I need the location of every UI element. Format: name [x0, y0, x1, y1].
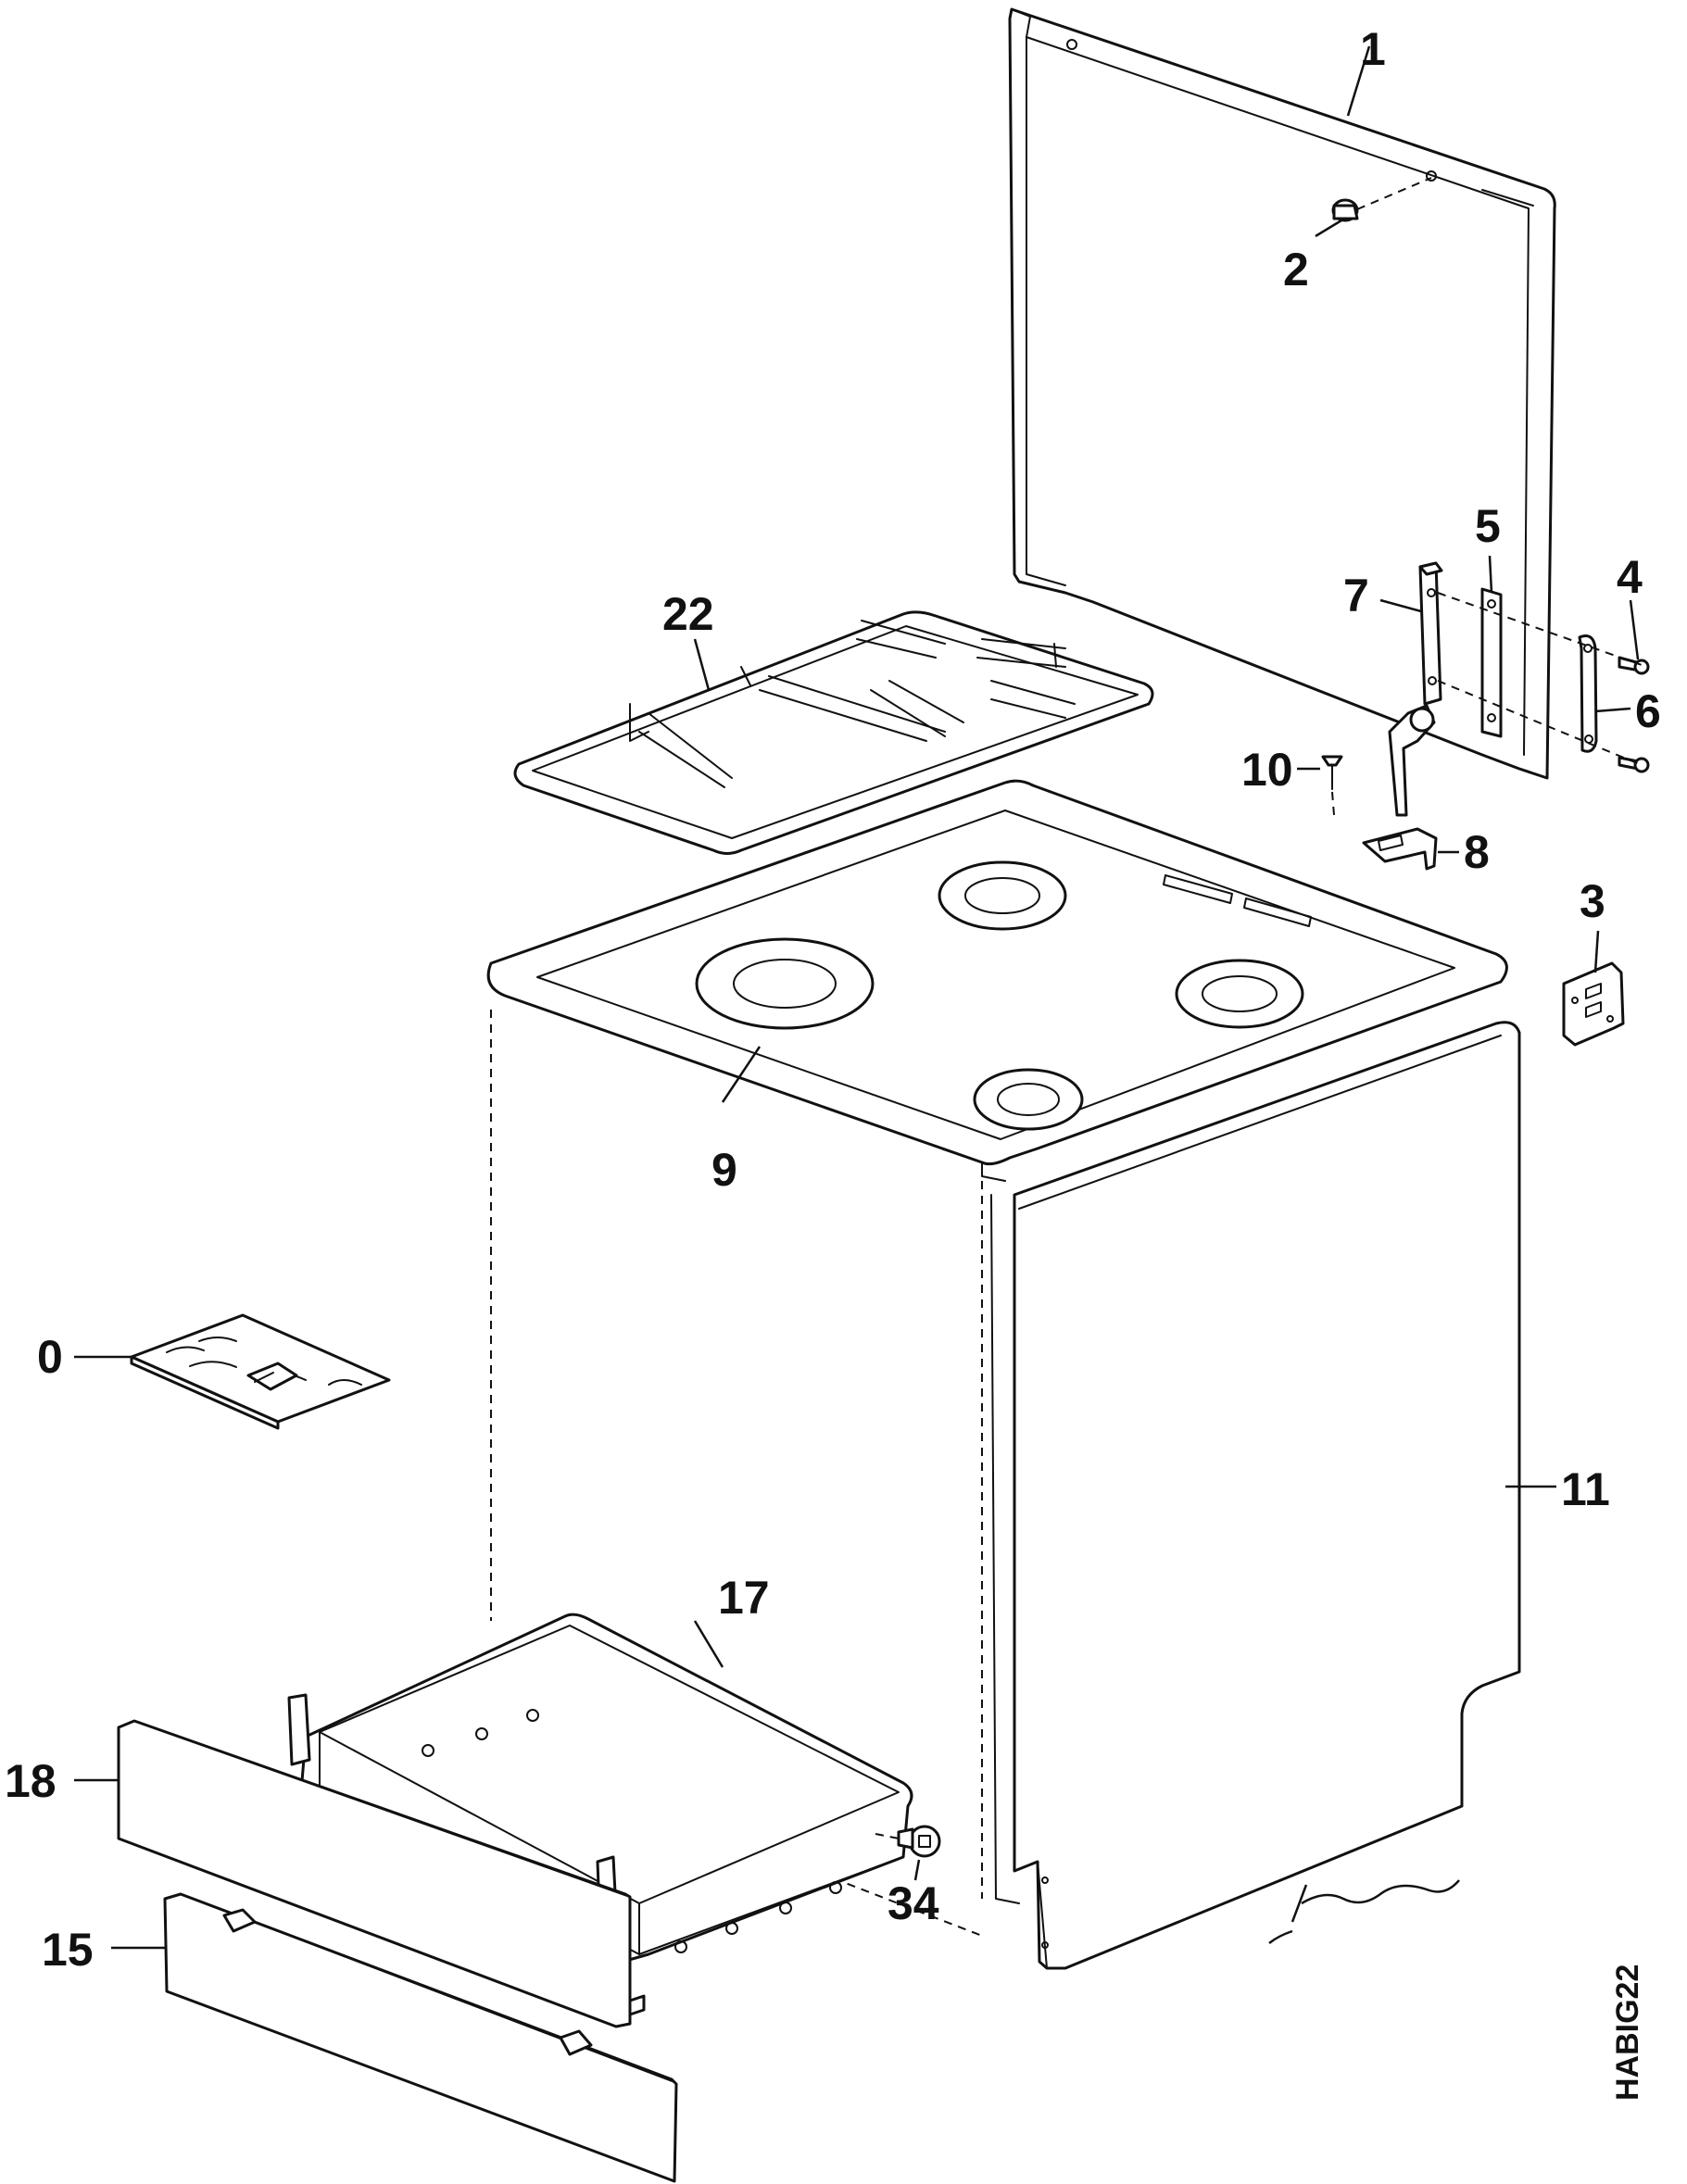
- drawer-box: [287, 1613, 913, 1965]
- adjustable-foot: [875, 1825, 941, 1858]
- callout-22: 22: [662, 588, 714, 640]
- hinge-screws-4: [1618, 656, 1650, 773]
- hinge-part-6: [1578, 634, 1598, 753]
- signature: [1268, 1879, 1460, 1944]
- user-manual: [130, 1313, 391, 1430]
- callout-34: 34: [888, 1877, 939, 1929]
- drawing-code: HABIG22: [1610, 1964, 1645, 2101]
- hinge-part-5: [1480, 587, 1503, 738]
- callout-9: 9: [711, 1144, 737, 1196]
- callout-leaders: [74, 45, 1640, 1950]
- callout-17: 17: [718, 1572, 770, 1624]
- callout-8: 8: [1464, 826, 1490, 878]
- lid-stopper: [1331, 177, 1432, 222]
- hinge-part-7: [1388, 561, 1443, 817]
- callout-10: 10: [1241, 744, 1293, 796]
- callout-1: 1: [1360, 23, 1386, 75]
- bracket-3: [1562, 961, 1625, 1047]
- callout-2: 2: [1283, 244, 1309, 295]
- hinge-dashed-axes: [1437, 592, 1643, 766]
- plinth-panel: [163, 1892, 678, 2183]
- back-panel: [1008, 7, 1556, 780]
- callout-0: 0: [37, 1331, 63, 1383]
- drawer-front: [117, 1719, 646, 2028]
- cooktop: [486, 779, 1508, 1182]
- pan-support-grid: [513, 610, 1154, 855]
- callout-15: 15: [42, 1924, 94, 1976]
- callout-3: 3: [1580, 875, 1605, 927]
- callout-5: 5: [1475, 500, 1501, 552]
- callout-labels: 1 2 3 4 5 6 7 8 9 10 11 15 17 18 22 34 0: [5, 23, 1661, 1976]
- callout-11: 11: [1561, 1463, 1610, 1515]
- cabinet-body: [490, 1010, 1020, 1937]
- callout-7: 7: [1343, 570, 1369, 621]
- bracket-8: [1362, 827, 1438, 871]
- callout-4: 4: [1617, 551, 1643, 603]
- callout-18: 18: [5, 1755, 57, 1807]
- callout-6: 6: [1635, 685, 1661, 737]
- screw-10: [1321, 755, 1343, 816]
- side-panel: [1013, 1021, 1521, 1970]
